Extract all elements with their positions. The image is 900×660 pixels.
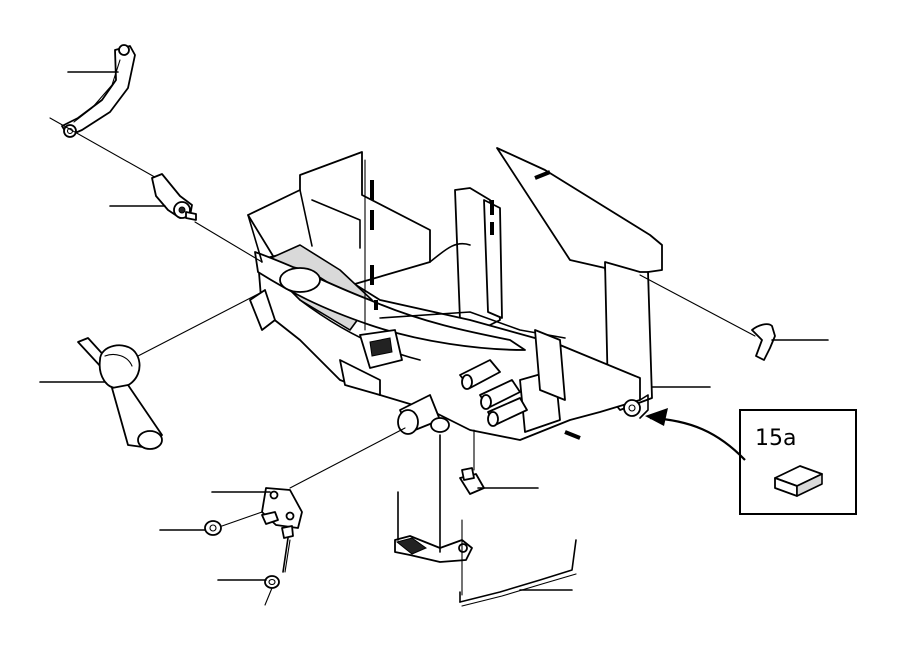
bracket-arm: [61, 44, 136, 138]
inset-arrow: [645, 408, 746, 461]
break-marks: [364, 147, 581, 440]
valve-fitting: [77, 337, 163, 450]
nut: [264, 575, 280, 589]
washer: [204, 520, 222, 536]
small-clip: [459, 429, 485, 495]
clip: [751, 323, 776, 361]
rod: [459, 519, 577, 607]
mounting-plate: [261, 487, 303, 529]
outlet-pipes: [459, 359, 528, 427]
heater-housing: [247, 147, 663, 441]
inset-label: 15a: [755, 426, 796, 451]
lever-bracket: [394, 434, 473, 563]
inset-15a: 15a: [739, 409, 857, 515]
axis-line-1: [49, 117, 161, 181]
actuator: [151, 173, 197, 221]
foam-block-icon: [774, 465, 823, 497]
bolt: [281, 525, 294, 573]
